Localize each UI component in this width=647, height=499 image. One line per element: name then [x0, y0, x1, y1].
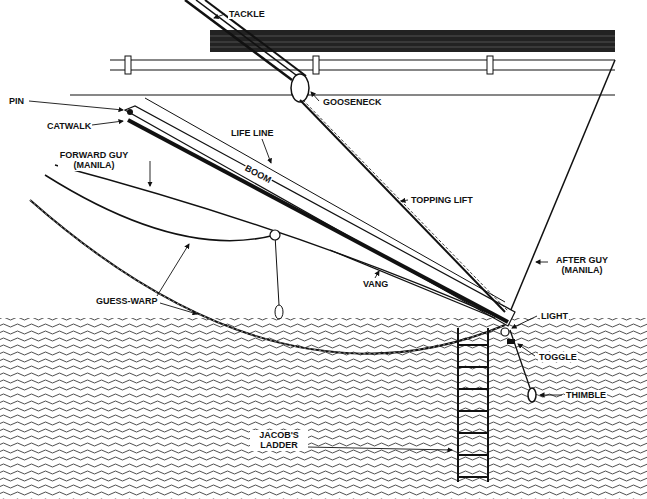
jacobs-ladder [458, 328, 488, 482]
toggle-label: TOGGLE [538, 352, 578, 362]
gooseneck-label: GOOSENECK [322, 97, 383, 107]
pin-label: PIN [8, 96, 25, 106]
tackle [185, 0, 306, 80]
life-line-label: LIFE LINE [230, 128, 275, 138]
leader-lines [29, 14, 562, 450]
rail [70, 60, 615, 95]
light [501, 328, 509, 336]
light-label: LIGHT [540, 311, 569, 321]
gooseneck [291, 74, 309, 102]
catwalk [128, 120, 508, 322]
thimble [528, 388, 536, 402]
guess-warp [30, 175, 505, 354]
thimble-label: THIMBLE [565, 390, 607, 400]
boom [125, 106, 515, 326]
jacobs-ladder-label: JACOB'S LADDER [250, 430, 308, 451]
topping-lift-label: TOPPING LIFT [410, 195, 474, 205]
vang [330, 250, 495, 318]
vang-label: VANG [362, 279, 389, 289]
guess-warp-label: GUESS-WARP [95, 296, 159, 306]
after-guy-label: AFTER GUY (MANILA) [550, 255, 614, 276]
forward-guy [55, 165, 500, 318]
toggle [507, 339, 515, 344]
tackle-label: TACKLE [228, 9, 266, 19]
after-guy [510, 60, 615, 312]
catwalk-label: CATWALK [46, 121, 92, 131]
life-line [145, 98, 505, 302]
water [0, 318, 647, 499]
forward-guy-label: FORWARD GUY (MANILA) [58, 150, 130, 171]
